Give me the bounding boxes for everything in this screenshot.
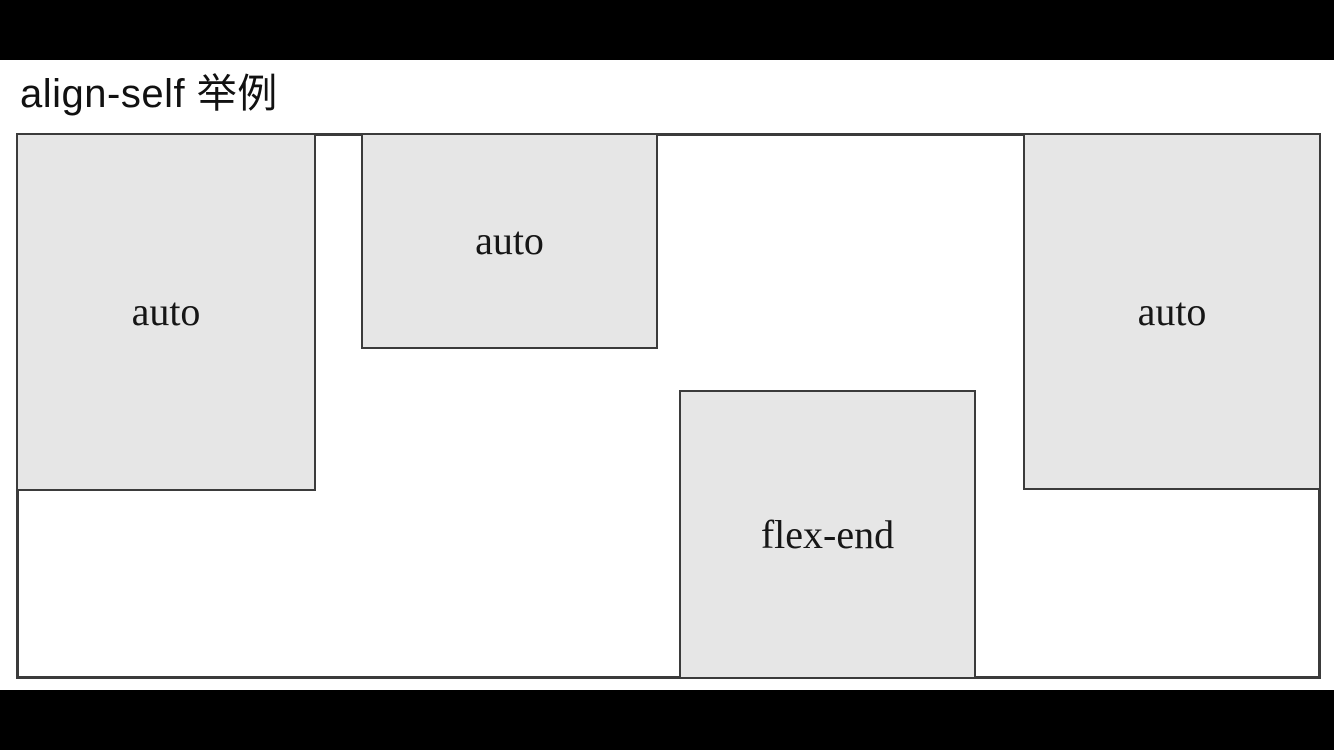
letterbox-bottom-bar — [0, 690, 1334, 750]
flex-item-3-label: flex-end — [760, 511, 895, 557]
flex-container: auto auto flex-end auto — [16, 133, 1321, 679]
flex-item-2-label: auto — [475, 218, 544, 263]
letterbox-top-bar — [0, 0, 1334, 60]
flex-item-2-auto: auto — [361, 133, 658, 349]
flex-item-1-auto: auto — [16, 133, 316, 491]
flex-item-1-label: auto — [131, 289, 201, 334]
flex-item-4-auto: auto — [1023, 133, 1321, 490]
page-title: align-self 举例 — [20, 72, 278, 116]
flex-item-3-flex-end: flex-end — [679, 390, 976, 679]
flex-item-4-label: auto — [1137, 288, 1207, 334]
